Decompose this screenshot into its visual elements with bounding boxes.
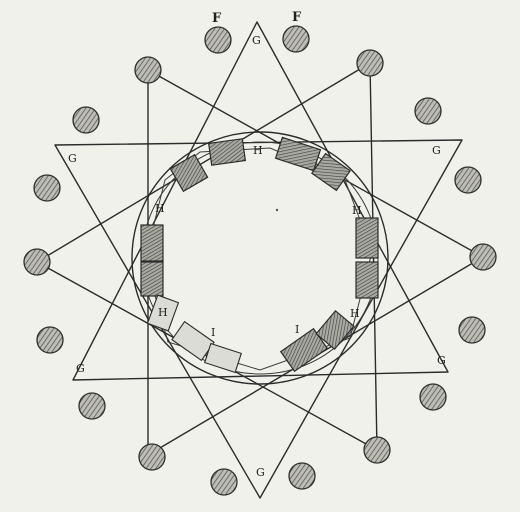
circle-4 bbox=[356, 49, 384, 77]
circle-12 bbox=[458, 316, 486, 344]
label-f-right: F bbox=[292, 10, 302, 25]
circle-6 bbox=[414, 97, 442, 125]
label-h-ring-right-lower: H bbox=[350, 307, 360, 320]
label-g-left-lower: G bbox=[76, 362, 85, 375]
label-f-left: F bbox=[212, 11, 222, 26]
circle-14 bbox=[419, 383, 447, 411]
circle-1 bbox=[204, 26, 232, 54]
label-i-inner-right: I bbox=[295, 323, 299, 336]
center-mark bbox=[275, 208, 279, 212]
label-i-inner-left: I bbox=[211, 326, 215, 339]
circle-13 bbox=[78, 392, 106, 420]
label-h-ring-right-upper: H bbox=[352, 204, 362, 217]
label-g-left-upper: G bbox=[68, 152, 77, 165]
star-lines bbox=[36, 62, 484, 456]
label-h-ring-left-lower: H bbox=[158, 306, 168, 319]
label-g-apex-bottom: G bbox=[256, 466, 265, 479]
circle-5 bbox=[72, 106, 100, 134]
circle-8 bbox=[454, 166, 482, 194]
circle-15 bbox=[138, 443, 166, 471]
circle-18 bbox=[288, 462, 316, 490]
triangle-up bbox=[72, 21, 449, 381]
label-g-right-lower: G bbox=[437, 354, 446, 367]
circle-9 bbox=[23, 248, 51, 276]
label-h-ring-left: H bbox=[155, 202, 165, 215]
circle-17 bbox=[210, 468, 238, 496]
circle-3 bbox=[134, 56, 162, 84]
circle-2 bbox=[282, 25, 310, 53]
circle-7 bbox=[33, 174, 61, 202]
label-g-right-upper: G bbox=[432, 144, 441, 157]
label-h-ring-top: H bbox=[253, 144, 263, 157]
circle-11 bbox=[36, 326, 64, 354]
ring-blocks bbox=[140, 136, 379, 374]
circle-10 bbox=[469, 243, 497, 271]
circle-16 bbox=[363, 436, 391, 464]
triangle-down bbox=[54, 139, 463, 499]
outer-circles bbox=[23, 25, 497, 496]
label-g-apex-top: G bbox=[252, 34, 261, 47]
